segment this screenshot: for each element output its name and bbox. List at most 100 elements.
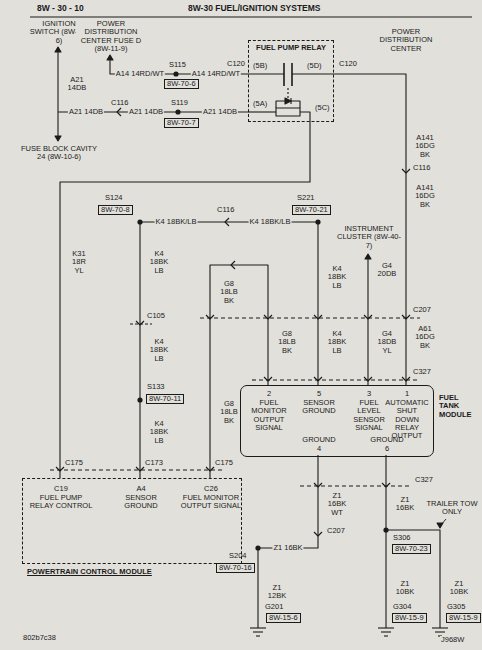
connector-mark — [314, 532, 322, 536]
ground-symbol — [253, 631, 263, 632]
module-box: FUEL TANK MODULE2FUEL MONITOR OUTPUT SIG… — [240, 385, 434, 457]
connector-mark — [364, 315, 372, 319]
box-text: SENSOR GROUND — [109, 494, 173, 511]
wire-code: G8 18LB BK — [216, 400, 242, 425]
wire-code: Z1 16BK WT — [324, 492, 350, 517]
wire-code: A14 14RD/WT — [191, 70, 241, 78]
box-text: 1 — [385, 390, 429, 398]
wire — [258, 455, 318, 628]
connector-line — [200, 317, 420, 318]
connector-id: C173 — [144, 459, 164, 467]
box-text: 8W-70-16 — [219, 564, 252, 572]
header-rule — [30, 17, 472, 18]
box-text: SENSOR GROUND — [297, 399, 341, 416]
connector-id: C116 — [412, 164, 431, 172]
note-label: POWER DISTRIBUTION CENTER FUSE D (8W-11-… — [76, 20, 146, 53]
wire-code: K31 18R YL — [66, 250, 92, 275]
box-text: FUEL MONITOR OUTPUT SIGNAL — [247, 399, 291, 432]
wire-code: Z1 16BK — [272, 544, 303, 552]
reference-box: 8W-70-11 — [146, 394, 184, 404]
note-label: INSTRUMENT CLUSTER (8W-40-7) — [333, 225, 405, 250]
reference-box: 8W-70-7 — [164, 118, 199, 128]
ground-id: G201 — [264, 603, 284, 611]
relay-pin: (5B) — [252, 62, 268, 70]
wire-code: G4 18DB YL — [374, 330, 400, 355]
connector-id: C207 — [412, 306, 432, 314]
ground-symbol — [384, 635, 388, 636]
wire-code: Z1 16BK — [392, 496, 418, 513]
box-heading: POWERTRAIN CONTROL MODULE — [27, 568, 241, 576]
splice-dot — [255, 545, 260, 550]
connector-id: C207 — [326, 527, 346, 535]
box-text: 8W-70-21 — [295, 206, 328, 214]
reference-box: 8W-15-6 — [266, 613, 301, 623]
ground-id: G305 — [446, 603, 466, 611]
box-text: 3 — [347, 390, 391, 398]
wire-connector — [210, 265, 268, 478]
box-text: GROUND — [297, 436, 341, 444]
box-text: FUEL MONITOR OUTPUT SIGNAL — [179, 494, 243, 511]
wire — [57, 50, 58, 138]
box-text: A4 — [109, 485, 173, 493]
note-label: J968W — [440, 636, 465, 644]
box-text: 4 — [297, 445, 341, 453]
wire-code: A141 16DG BK — [412, 134, 438, 159]
relay-contact — [291, 63, 293, 86]
wire — [386, 530, 440, 628]
ground-symbol — [381, 631, 391, 632]
reference-box: 8W-15-9 — [446, 613, 481, 623]
box-text: AUTOMATIC SHUT DOWN RELAY OUTPUT — [385, 399, 429, 440]
wire — [385, 455, 386, 628]
arrow-head — [55, 47, 61, 52]
connector-line — [130, 323, 152, 324]
connector-id: C116 — [216, 206, 235, 214]
relay-pin: (5D) — [306, 62, 323, 70]
connector-id: C105 — [146, 312, 166, 320]
reference-box: 8W-15-9 — [392, 613, 427, 623]
wire-code: A21 14DB — [202, 108, 238, 116]
ground-symbol — [432, 627, 448, 628]
wire-code: G8 18LB BK — [274, 330, 300, 355]
relay-coil — [276, 108, 300, 116]
splice-id: S306 — [392, 534, 412, 542]
relay-box: FUEL PUMP RELAY — [248, 40, 334, 122]
box-text: 8W-15-6 — [269, 614, 298, 622]
box-text: 2 — [247, 390, 291, 398]
connector-id: C327 — [412, 368, 432, 376]
wire-code: K4 18BK LB — [324, 330, 350, 355]
reference-box: 8W-70-23 — [392, 544, 431, 554]
splice-dot — [175, 109, 180, 114]
box-text: 8W-70-23 — [395, 545, 428, 553]
wire — [367, 256, 368, 385]
connector-id: C120 — [226, 60, 246, 68]
wire-code: Z1 10BK — [446, 580, 472, 597]
splice-id: S221 — [296, 194, 316, 202]
wire-code: K4 18BK LB — [146, 420, 172, 445]
reference-box: 8W-70-8 — [98, 205, 133, 215]
box-text: FUEL LEVEL SENSOR SIGNAL — [347, 399, 391, 432]
wire-code: A14 14RD/WT — [115, 70, 165, 78]
arrow-head — [107, 55, 113, 60]
box-heading: FUEL PUMP RELAY — [249, 44, 333, 52]
splice-id: S124 — [104, 194, 124, 202]
relay-coil — [300, 112, 310, 122]
ground-symbol — [250, 627, 266, 628]
relay-coil — [248, 111, 276, 112]
connector-line — [252, 379, 420, 380]
note-label: 802b7c38 — [22, 634, 57, 642]
wire-connector — [60, 122, 310, 478]
reference-box: 8W-70-21 — [292, 205, 331, 215]
wire-code: A21 14DB — [128, 108, 164, 116]
connector-mark — [117, 108, 121, 116]
arrow-head — [365, 254, 371, 259]
box-text: C19 — [29, 485, 93, 493]
note-label: 8W - 30 - 10 — [36, 4, 85, 13]
splice-id: S204 — [228, 552, 248, 560]
ground-id: G304 — [392, 603, 412, 611]
wire-code: A21 14DB — [68, 108, 104, 116]
box-text: C26 — [179, 485, 243, 493]
box-text: 5 — [297, 390, 341, 398]
relay-contact — [292, 73, 334, 74]
page-title: 8W-30 FUEL/IGNITION SYSTEMS — [188, 4, 321, 13]
wire-code: K4 18BK LB — [146, 338, 172, 363]
